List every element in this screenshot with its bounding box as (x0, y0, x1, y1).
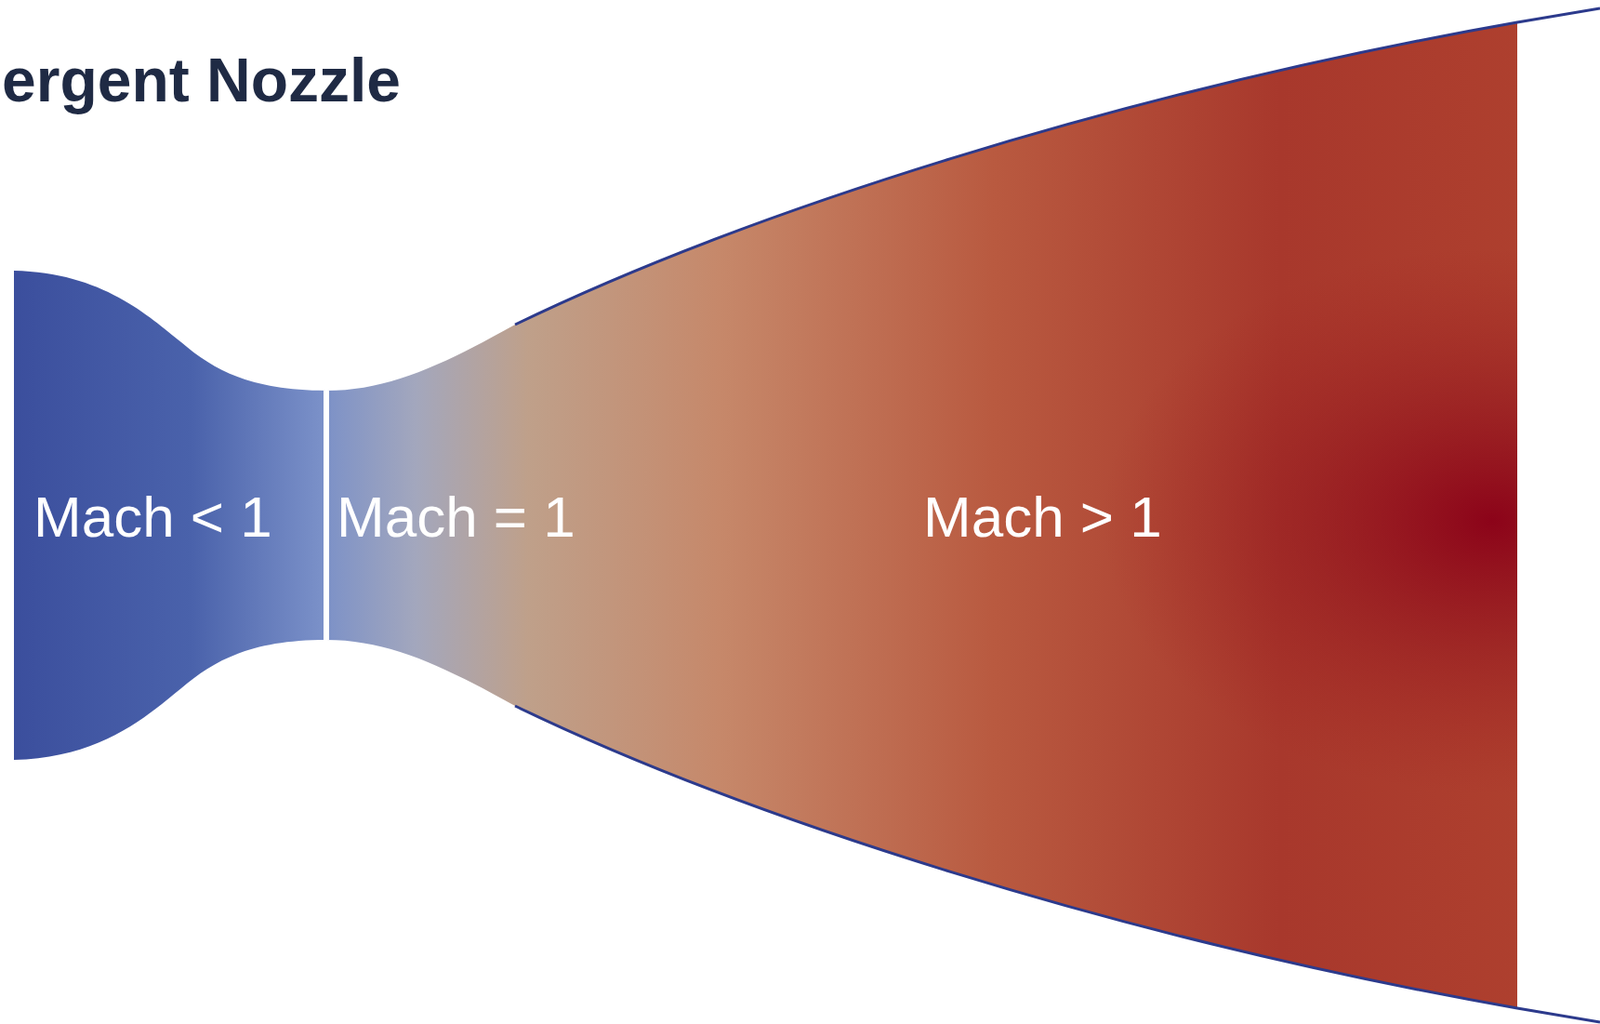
exit-core (515, 22, 1518, 1008)
mach-label: Mach < 1 (33, 488, 273, 546)
mach-label: Mach > 1 (923, 488, 1163, 546)
throat-line (323, 390, 330, 640)
nozzle-wall (515, 705, 1600, 1022)
diagram-title: ergent Nozzle (1, 44, 401, 116)
nozzle-flow (13, 22, 1518, 1008)
nozzle-wall (515, 8, 1600, 325)
mach-label: Mach = 1 (336, 488, 576, 546)
